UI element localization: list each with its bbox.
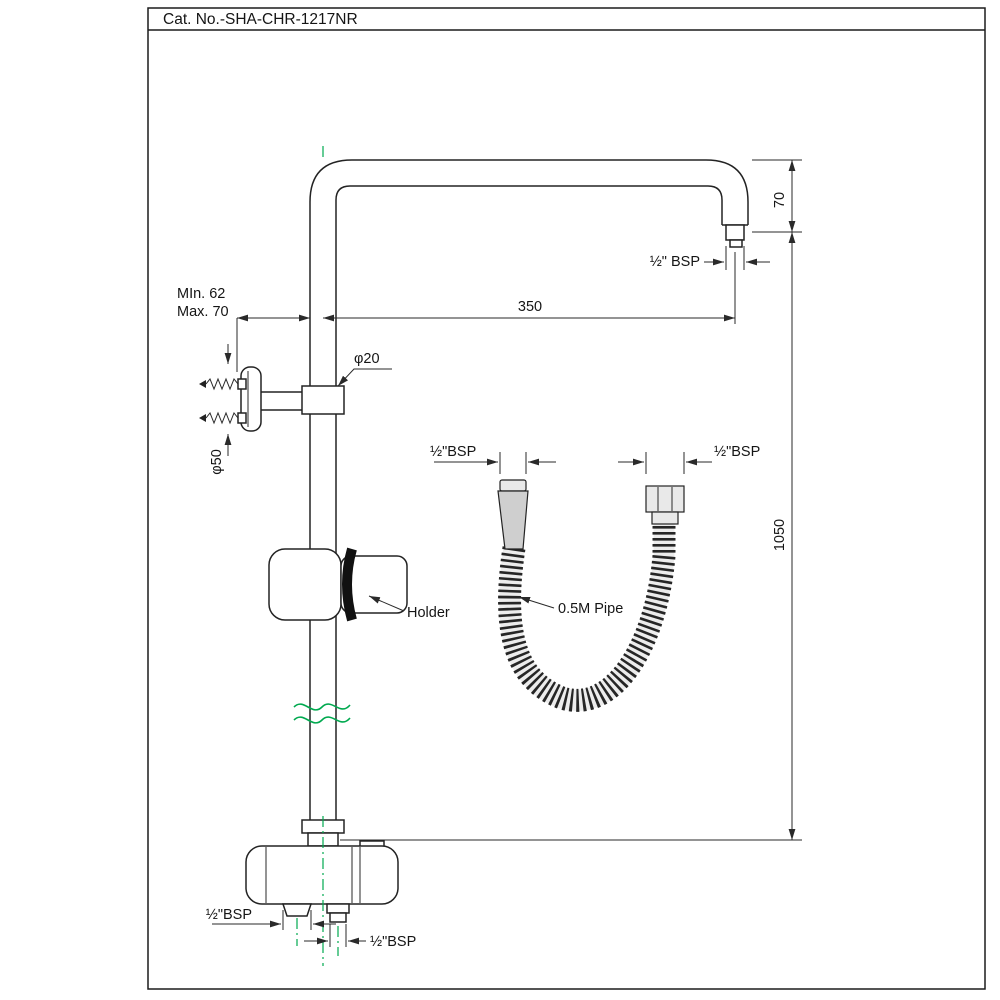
dimension-wall-clearance: MIn. 62 Max. 70 [177,286,310,372]
wall-bracket [199,366,345,432]
screw-head [237,378,247,390]
callout-hose-right-bsp: ½"BSP [618,444,760,474]
holder-body-right [340,555,408,614]
leader-line [337,368,392,387]
valve-outlet-left [281,903,313,917]
holder-leader [368,595,405,612]
wall-screw-bottom [199,411,247,425]
diverter-valve [245,819,399,923]
handset-holder: Holder [268,547,450,622]
shower-arm-tip [729,239,743,248]
dia50-text: φ50 [209,449,225,475]
callout-pipe-diameter: φ20 [337,351,392,387]
hose-body [499,524,675,711]
bsp-text: ½"BSP [206,907,252,923]
hose-right-nut [645,485,685,513]
hose-left-nut [499,479,527,492]
dimension-arm-reach-350: 350 [323,252,736,324]
dim-text-min: MIn. 62 [177,286,225,302]
bottom-centerlines [296,816,339,966]
bsp-text: ½"BSP [714,444,760,460]
break-wave-bottom [293,716,351,724]
callout-hose-left-bsp: ½"BSP [430,444,556,474]
screw-thread [205,377,239,391]
dimension-arm-drop-70: 70 [752,159,802,233]
dia20-text: φ20 [354,351,380,367]
hose-label: 0.5M Pipe [558,601,623,617]
callout-outlet-right-bsp: ½"BSP [304,924,416,950]
screw-thread [205,411,239,425]
bsp-text: ½" BSP [650,254,700,270]
flexible-hose [497,479,685,712]
dim-text-70: 70 [772,192,788,208]
hose-right-collar [651,511,679,525]
catalog-number-title: Cat. No.-SHA-CHR-1217NR [163,11,358,28]
riser-and-shower-arm [309,159,749,821]
break-wave-top [293,703,351,711]
dimension-riser-height-1050: 1050 [340,232,802,841]
holder-clamp-band [342,547,357,622]
holder-body-left [268,548,342,621]
dim-text-max: Max. 70 [177,304,229,320]
shower-arm-nipple [725,224,745,241]
hose-left-cone [497,490,529,550]
bsp-text: ½"BSP [430,444,476,460]
arm-inner-contour [335,185,723,821]
valve-outlet-right-upper [326,903,350,914]
callout-hose-length: 0.5M Pipe [518,596,623,617]
valve-body [245,845,399,905]
arm-outer-contour [309,159,749,821]
holder-label: Holder [407,605,450,621]
callout-flange-diameter: φ50 [209,344,232,475]
hose-leader [518,596,555,609]
screw-tip [199,414,206,422]
callout-shower-arm-bsp: ½" BSP [650,246,770,270]
screw-head [237,412,247,424]
sheet-frame: Cat. No.-SHA-CHR-1217NR [147,7,986,990]
bsp-text: ½"BSP [370,934,416,950]
callout-outlet-left-bsp: ½"BSP [206,907,336,930]
screw-tip [199,380,206,388]
wall-screw-top [199,377,247,391]
pipe-break-marks [293,703,351,724]
valve-outlet-right-lower [329,912,347,923]
border-rect [147,7,986,990]
bracket-collar [301,385,345,415]
dim-text-1050: 1050 [772,519,788,551]
dim-text-350: 350 [518,299,542,315]
